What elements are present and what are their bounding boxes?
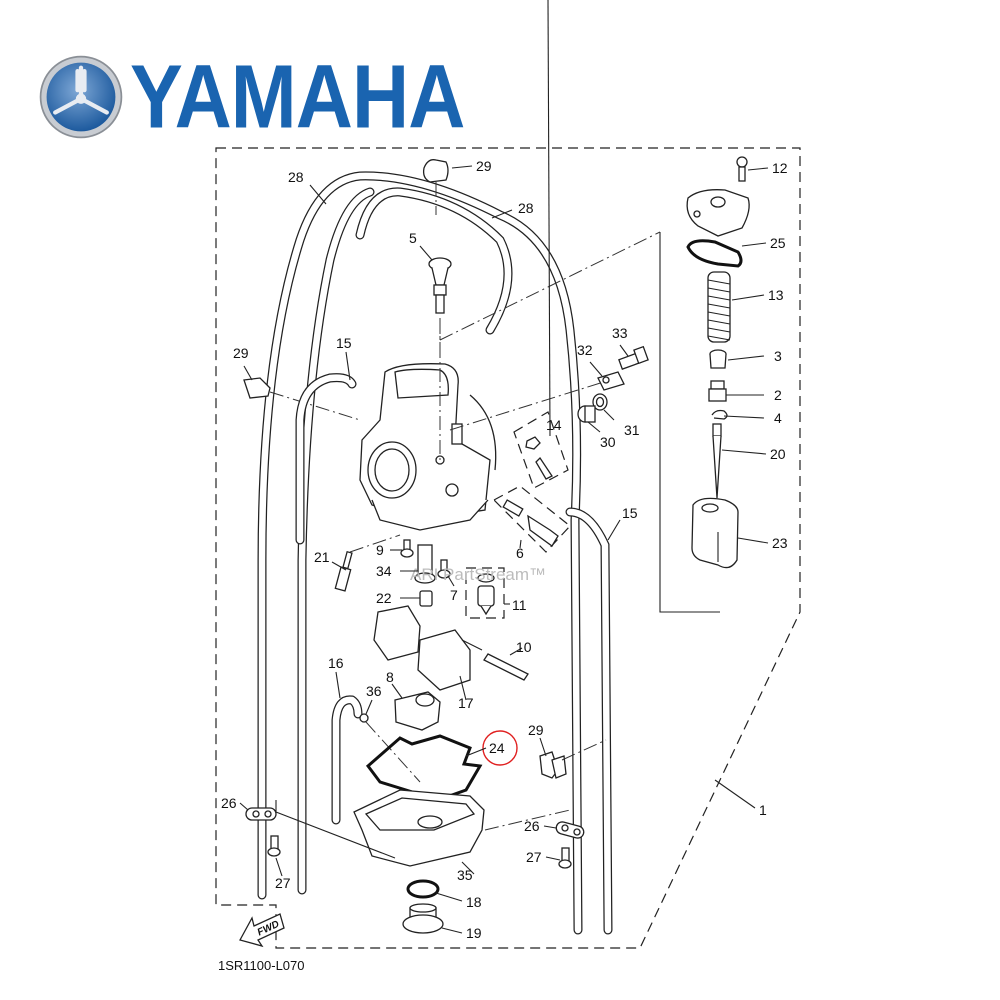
brand-wordmark: YAMAHA [130, 46, 465, 148]
callout-5[interactable]: 5 [409, 230, 417, 246]
callout-20[interactable]: 20 [770, 446, 786, 462]
callout-27[interactable]: 27 [275, 875, 291, 891]
overflow-hose-16[interactable] [331, 695, 363, 825]
float-valve-group-11[interactable] [465, 567, 505, 619]
callout-29[interactable]: 29 [476, 158, 492, 174]
needle-holder-2[interactable] [708, 380, 727, 402]
screw-7[interactable] [437, 559, 451, 579]
screw-33[interactable] [618, 345, 649, 370]
callout-34[interactable]: 34 [376, 563, 392, 579]
slide-stack [686, 156, 750, 569]
callout-33[interactable]: 33 [612, 325, 628, 341]
callout-16[interactable]: 16 [328, 655, 344, 671]
hose-clip-29-top[interactable] [422, 159, 449, 215]
callout-24[interactable]: 24 [489, 740, 505, 756]
callout-32[interactable]: 32 [577, 342, 593, 358]
hose-clip-29-left[interactable] [243, 377, 361, 421]
screw-27-left[interactable] [267, 835, 281, 857]
float-bowl-35[interactable] [353, 789, 485, 867]
callout-17[interactable]: 17 [458, 695, 474, 711]
callout-7[interactable]: 7 [450, 587, 458, 603]
hose-guide-26-left[interactable] [245, 807, 277, 821]
yamaha-logo: YAMAHA [38, 52, 494, 142]
spring-seat-3[interactable] [709, 349, 727, 369]
callout-21[interactable]: 21 [314, 549, 330, 565]
assembly-boundary [215, 147, 801, 949]
float-17[interactable] [417, 629, 483, 691]
fwd-arrow-icon: FWD [239, 913, 285, 948]
callout-26[interactable]: 26 [221, 795, 237, 811]
clip-4[interactable] [711, 409, 728, 420]
diagram-code: 1SR1100-L070 [218, 958, 305, 973]
callout-13[interactable]: 13 [768, 287, 784, 303]
callout-6[interactable]: 6 [516, 545, 524, 561]
highlight-circle-24 [482, 730, 518, 766]
oring-31[interactable] [592, 393, 608, 411]
callout-29[interactable]: 29 [528, 722, 544, 738]
throttle-valve-23[interactable] [691, 497, 739, 569]
callout-35[interactable]: 35 [457, 867, 473, 883]
leader-lines [239, 0, 769, 934]
callout-28[interactable]: 28 [518, 200, 534, 216]
callout-9[interactable]: 9 [376, 542, 384, 558]
callout-26[interactable]: 26 [524, 818, 540, 834]
callout-36[interactable]: 36 [366, 683, 382, 699]
callout-10[interactable]: 10 [516, 639, 532, 655]
callout-29[interactable]: 29 [233, 345, 249, 361]
fitting-30[interactable] [577, 405, 596, 423]
gasket-25[interactable] [686, 239, 743, 268]
watermark: ARI PartStream™ [410, 565, 546, 584]
starter-plunger-5[interactable] [428, 257, 452, 360]
needle-jet-34[interactable] [414, 544, 436, 584]
screw-9[interactable] [400, 539, 414, 558]
jet-needle-20[interactable] [712, 423, 722, 499]
callout-25[interactable]: 25 [770, 235, 786, 251]
screw-12[interactable] [736, 156, 748, 182]
callout-4[interactable]: 4 [774, 410, 782, 426]
callout-22[interactable]: 22 [376, 590, 392, 606]
callout-15[interactable]: 15 [336, 335, 352, 351]
callout-15[interactable]: 15 [622, 505, 638, 521]
clip-36[interactable] [359, 713, 421, 783]
callout-1[interactable]: 1 [759, 802, 767, 818]
adjuster-group-14[interactable] [513, 411, 569, 489]
float-pin-10[interactable] [483, 653, 529, 681]
hose-clip-29-right[interactable] [539, 739, 607, 779]
callout-27[interactable]: 27 [526, 849, 542, 865]
throttle-cap[interactable] [686, 189, 750, 237]
callout-28[interactable]: 28 [288, 169, 304, 185]
callout-12[interactable]: 12 [772, 160, 788, 176]
float-bowl-insert-8[interactable] [394, 691, 441, 731]
pilot-screw-group-6[interactable] [493, 485, 571, 553]
screw-27-right[interactable] [558, 847, 572, 869]
tuning-fork-emblem-icon [39, 55, 123, 139]
callout-11[interactable]: 11 [512, 597, 527, 613]
callout-18[interactable]: 18 [466, 894, 482, 910]
main-jet-22[interactable] [419, 590, 433, 607]
callout-8[interactable]: 8 [386, 669, 394, 685]
callouts: 28 29 28 5 12 25 13 3 2 4 20 23 29 15 33… [221, 158, 788, 941]
fitting-cluster [577, 345, 649, 423]
oring-18[interactable] [406, 879, 440, 899]
callout-19[interactable]: 19 [466, 925, 482, 941]
callout-30[interactable]: 30 [600, 434, 616, 450]
float-left[interactable] [373, 605, 421, 661]
carburetor-body[interactable] [359, 320, 497, 531]
drain-plug-19[interactable] [402, 903, 444, 934]
plate-32[interactable] [597, 371, 625, 391]
hose-15-right[interactable] [565, 507, 613, 935]
hose-guide-26-right[interactable] [555, 821, 585, 840]
drain-21[interactable] [334, 534, 401, 592]
callout-31[interactable]: 31 [624, 422, 640, 438]
hose-15-left[interactable] [295, 373, 357, 545]
callout-2[interactable]: 2 [774, 387, 782, 403]
float-bowl-gasket-24[interactable] [365, 734, 483, 802]
spring-13[interactable] [707, 271, 731, 343]
callout-23[interactable]: 23 [772, 535, 788, 551]
callout-14[interactable]: 14 [546, 417, 562, 433]
callout-3[interactable]: 3 [774, 348, 782, 364]
